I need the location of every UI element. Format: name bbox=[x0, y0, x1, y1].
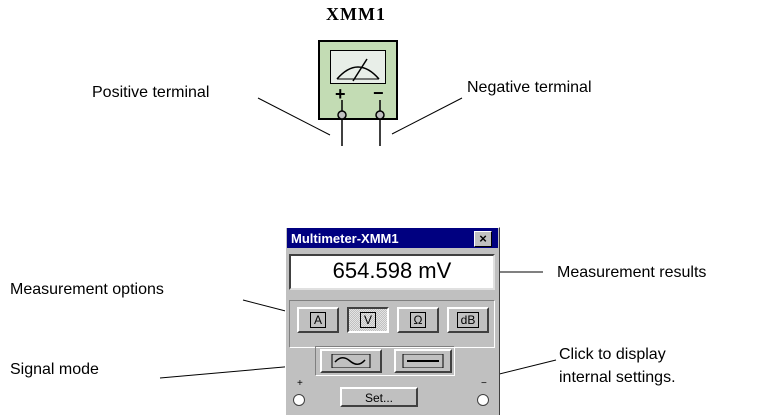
measurement-results-label: Measurement results bbox=[557, 264, 707, 281]
voltmeter-label: V bbox=[359, 312, 376, 328]
positive-terminal bbox=[337, 110, 347, 120]
ohmmeter-label: Ω bbox=[409, 312, 427, 328]
settings-hint-line1: Click to display bbox=[559, 346, 666, 363]
dc-line-icon bbox=[402, 353, 444, 369]
leader-negative bbox=[391, 97, 463, 135]
negative-sign: − bbox=[373, 83, 384, 103]
negative-terminal bbox=[375, 110, 385, 120]
plus-terminal-sign: + bbox=[297, 378, 303, 389]
meter-face bbox=[330, 50, 386, 84]
leader-positive bbox=[257, 97, 331, 136]
negative-terminal-label: Negative terminal bbox=[467, 79, 592, 96]
options-group bbox=[289, 300, 495, 348]
instrument-name: XMM1 bbox=[326, 4, 386, 24]
dc-mode-button[interactable] bbox=[394, 349, 452, 373]
measurement-display bbox=[289, 254, 495, 290]
positive-sign: + bbox=[335, 84, 346, 104]
minus-terminal-sign: − bbox=[481, 378, 487, 389]
voltmeter-button[interactable]: V bbox=[347, 307, 389, 333]
gauge-needle-icon bbox=[336, 58, 380, 82]
decibel-label: dB bbox=[456, 312, 480, 328]
decibel-button[interactable]: dB bbox=[447, 307, 489, 333]
positive-terminal-label: Positive terminal bbox=[92, 84, 210, 101]
signal-mode-label: Signal mode bbox=[10, 361, 99, 378]
signal-mode-group bbox=[315, 346, 455, 376]
positive-terminal-knob[interactable] bbox=[293, 394, 305, 406]
close-button[interactable]: × bbox=[474, 231, 492, 247]
terminal-leads bbox=[337, 100, 385, 146]
ammeter-button[interactable]: A bbox=[297, 307, 339, 333]
ohmmeter-button[interactable]: Ω bbox=[397, 307, 439, 333]
window-titlebar[interactable] bbox=[287, 228, 498, 248]
settings-hint-line2: internal settings. bbox=[559, 369, 676, 386]
set-button[interactable]: Set... bbox=[340, 387, 418, 407]
measurement-options-label: Measurement options bbox=[10, 281, 164, 298]
sine-wave-icon bbox=[331, 353, 371, 369]
measurement-value: 654.598 mV bbox=[332, 258, 452, 283]
window-title: Multimeter-XMM1 bbox=[291, 231, 399, 246]
ac-mode-button[interactable] bbox=[320, 349, 382, 373]
ammeter-label: A bbox=[309, 312, 326, 328]
negative-terminal-knob[interactable] bbox=[477, 394, 489, 406]
